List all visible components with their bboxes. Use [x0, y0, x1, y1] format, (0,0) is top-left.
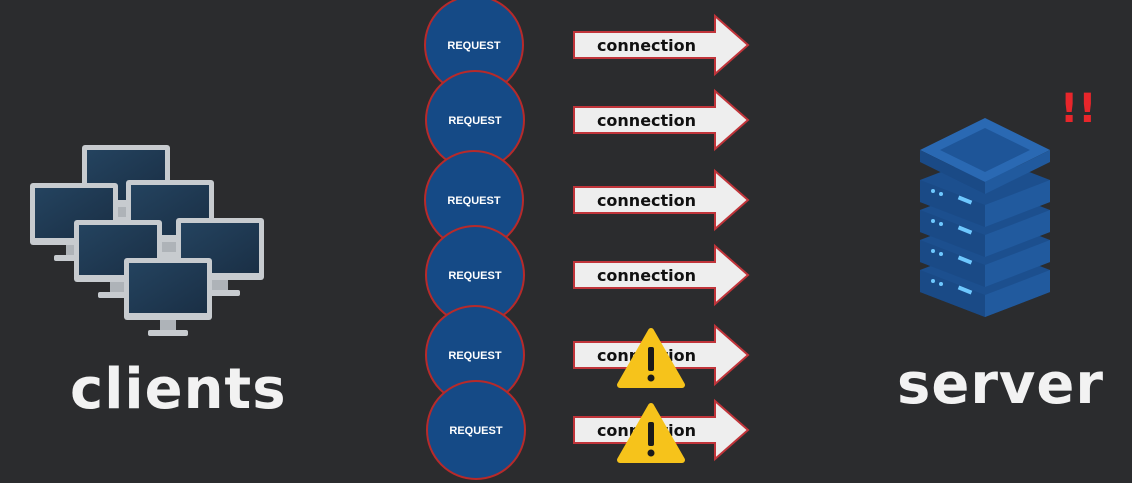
connection-arrow-shape	[573, 88, 750, 152]
connection-arrow: connection	[573, 243, 750, 307]
alert-exclamation: !!	[1060, 86, 1096, 132]
server-icon	[920, 118, 1050, 317]
connection-arrow: connection	[573, 88, 750, 152]
connection-arrow: connection	[573, 13, 750, 77]
connection-arrow-shape	[573, 243, 750, 307]
request-circle	[426, 380, 526, 480]
request-label: REQUEST	[448, 270, 501, 282]
connection-arrow: connection	[573, 168, 750, 232]
request-node: REQUEST	[426, 380, 526, 480]
connection-label: connection	[597, 111, 696, 130]
request-node: REQUEST	[425, 305, 525, 405]
request-node: REQUEST	[424, 0, 524, 95]
request-label: REQUEST	[448, 350, 501, 362]
request-label: REQUEST	[447, 40, 500, 52]
warning-icon	[617, 328, 685, 388]
connection-arrow: connection	[573, 398, 750, 463]
server-label: server	[897, 352, 1105, 417]
clients-label: clients	[70, 357, 287, 422]
request-label: REQUEST	[449, 425, 502, 437]
request-node: REQUEST	[424, 150, 524, 250]
requests-layer: connection connection connection connection…	[424, 0, 750, 480]
connection-label: connection	[597, 266, 696, 285]
clients-icon	[30, 145, 264, 336]
request-label: REQUEST	[447, 195, 500, 207]
request-label: REQUEST	[448, 115, 501, 127]
connection-arrow: connection	[573, 323, 750, 388]
request-node: REQUEST	[425, 70, 525, 170]
connection-label: connection	[597, 191, 696, 210]
warning-icon	[617, 403, 685, 463]
connection-arrow-shape	[573, 13, 750, 77]
connection-arrow-shape	[573, 168, 750, 232]
connection-label: connection	[597, 36, 696, 55]
